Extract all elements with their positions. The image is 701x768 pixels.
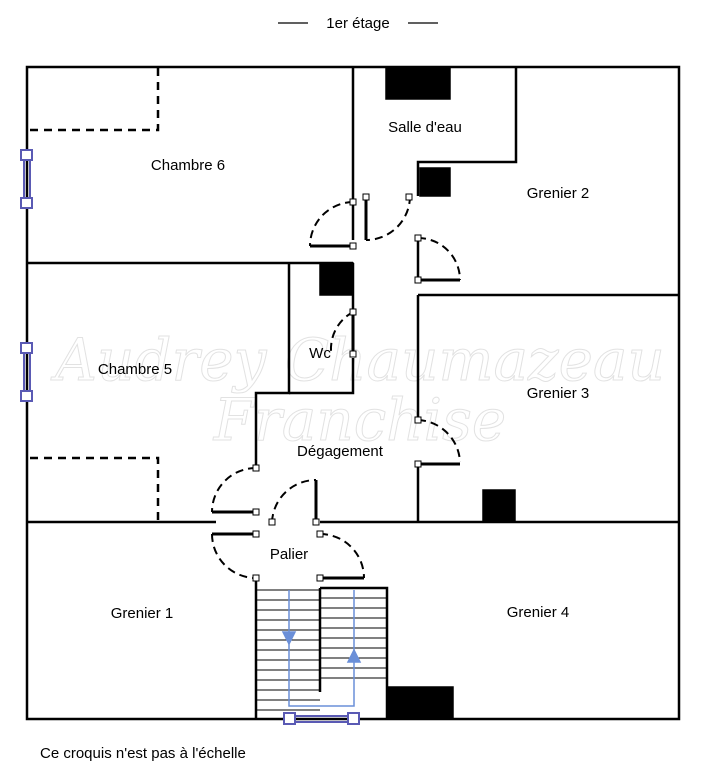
hinge-marker [414,234,422,242]
chimney-wc [319,262,354,296]
room-labels: Chambre 6 Salle d'eau Grenier 2 Chambre … [98,119,589,622]
window-marker [20,390,33,402]
hinge-marker [414,460,422,468]
window-marker [20,197,33,209]
windows [20,149,360,725]
watermark: Audrey Chaumazeau Franchise [50,326,666,455]
room-label-chambre6: Chambre 6 [151,157,225,174]
hinge-markers [252,193,422,582]
door-salle-eau-swing [365,195,411,241]
stair-arrows [281,590,362,707]
chimneys [319,66,516,720]
chimney-grenier2 [419,167,451,197]
hinge-marker [362,193,370,201]
door-wc-swing [329,311,354,352]
wc-right-wall [289,358,355,395]
doors [211,195,461,580]
room-label-palier: Palier [270,546,308,563]
door-grenier2-swing [417,237,461,281]
wc-left-wall [254,263,291,466]
hinge-marker [268,518,276,526]
door-grenier4-swing [319,533,365,579]
hinge-marker [316,574,324,582]
door-chambre5-swing [211,467,257,513]
hinge-marker [312,518,320,526]
chimney-grenier4 [386,686,454,720]
door-grenier3-swing [417,419,461,463]
watermark-line-1: Audrey Chaumazeau [50,326,665,394]
door-chambre6-swing [309,201,354,247]
window-marker [347,712,360,725]
hinge-marker [405,193,413,201]
chimney-salle-eau [385,66,451,100]
room-label-salle-eau: Salle d'eau [388,119,462,136]
window-marker [283,712,296,725]
stair-right-outline [320,586,389,719]
slope-lines [30,67,160,520]
title-group: 1er étage [278,15,438,32]
room-label-grenier4: Grenier 4 [507,604,570,621]
window-marker [20,149,33,161]
stair-path [288,590,355,707]
staircase [256,589,387,711]
door-palier-swing [271,478,317,523]
slope-line-chambre6 [30,67,160,132]
room-label-chambre5: Chambre 5 [98,361,172,378]
stair-arrow-down [281,631,297,646]
room-label-grenier1: Grenier 1 [111,605,174,622]
hinge-marker [349,198,357,206]
hinge-marker [252,508,260,516]
door-grenier1-swing [211,533,257,579]
hinge-marker [349,350,357,358]
room-label-degagement: Dégagement [297,443,384,460]
salle-eau-wall-right [416,67,518,196]
hinge-marker [414,416,422,424]
chimney-grenier3 [482,489,516,523]
stair-arrow-up [346,648,362,663]
hinge-marker [252,574,260,582]
hinge-marker [414,276,422,284]
window-marker [20,342,33,354]
hinge-marker [349,242,357,250]
scale-note: Ce croquis n'est pas à l'échelle [40,745,246,762]
room-label-wc: Wc [309,345,331,362]
hinge-marker [316,530,324,538]
room-label-grenier3: Grenier 3 [527,385,590,402]
hinge-marker [349,308,357,316]
watermark-line-2: Franchise [213,386,506,454]
room-label-grenier2: Grenier 2 [527,185,590,202]
hinge-marker [252,530,260,538]
hinge-marker [252,464,260,472]
slope-line-chambre5 [30,456,160,520]
plan-title: 1er étage [326,15,389,32]
